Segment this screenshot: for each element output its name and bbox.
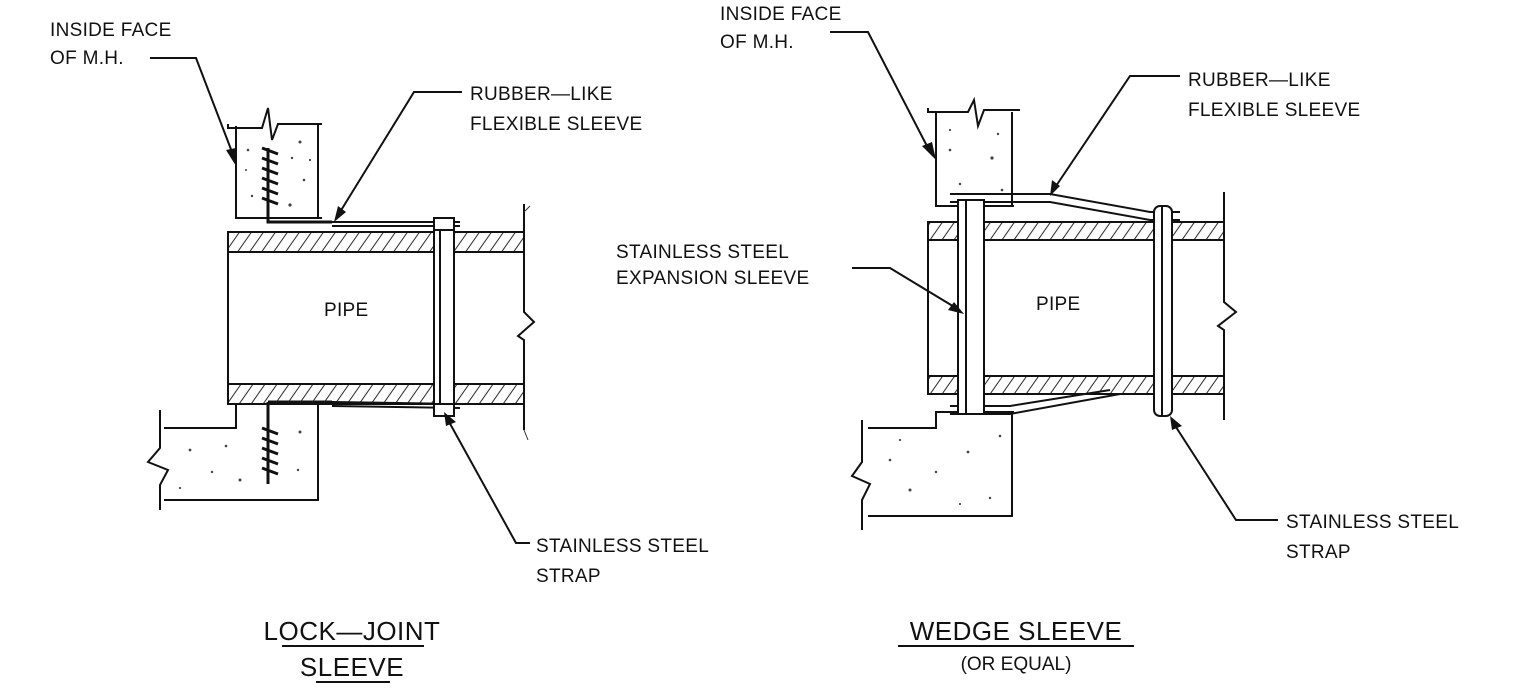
wedge-sleeve-detail: INSIDE FACE OF M.H. RUBBER—LIKE FLEXIBLE… — [616, 4, 1459, 675]
leader-rubber-right — [1055, 75, 1180, 187]
expansion-label-line2: EXPANSION SLEEVE — [616, 268, 809, 289]
inside-face-right-line1: INSIDE FACE — [720, 4, 842, 25]
pipe-right-label: PIPE — [1036, 294, 1081, 315]
leader-strap-right — [1173, 423, 1278, 521]
pipe-label: PIPE — [324, 300, 369, 321]
strap-right-line1: STAINLESS STEEL — [1286, 512, 1459, 533]
manhole-wall-upper-right — [927, 96, 1020, 207]
leader-expansion — [852, 267, 957, 309]
rubber-sleeve-label-line1: RUBBER—LIKE — [470, 84, 613, 105]
pipe-left — [227, 204, 536, 441]
title-wedge-sleeve: WEDGE SLEEVE — [910, 616, 1123, 646]
inside-face-right-line2: OF M.H. — [720, 32, 794, 53]
strap-label-line2: STRAP — [536, 566, 601, 587]
rubber-right-line1: RUBBER—LIKE — [1188, 70, 1331, 91]
manhole-base-lower — [146, 400, 332, 510]
leader-inside-face-left — [150, 57, 233, 153]
title-lock-joint-line2: SLEEVE — [300, 652, 404, 682]
expansion-ring — [957, 199, 985, 415]
leader-inside-face-right — [830, 31, 929, 149]
leader-rubber-left — [339, 91, 462, 213]
rubber-sleeve-label-line2: FLEXIBLE SLEEVE — [470, 114, 642, 135]
expansion-label-line1: STAINLESS STEEL — [616, 242, 789, 263]
lock-joint-detail: INSIDE FACE OF M.H. RUBBER—LIKE FLEXIBLE… — [50, 20, 709, 683]
strap-right — [1153, 205, 1173, 417]
title-lock-joint-line1: LOCK—JOINT — [264, 616, 441, 646]
pipe-right — [927, 192, 1238, 420]
inside-face-label-line2: OF M.H. — [50, 48, 124, 69]
strap-label-line1: STAINLESS STEEL — [536, 536, 709, 557]
manhole-base-right — [850, 411, 1014, 530]
leader-strap-left — [447, 419, 530, 544]
strap-left — [433, 217, 455, 417]
strap-right-line2: STRAP — [1286, 542, 1351, 563]
manhole-wall-upper — [227, 107, 332, 224]
inside-face-label-line1: INSIDE FACE — [50, 20, 172, 41]
rubber-right-line2: FLEXIBLE SLEEVE — [1188, 100, 1360, 121]
title-wedge-sleeve-sub: (OR EQUAL) — [961, 654, 1072, 675]
